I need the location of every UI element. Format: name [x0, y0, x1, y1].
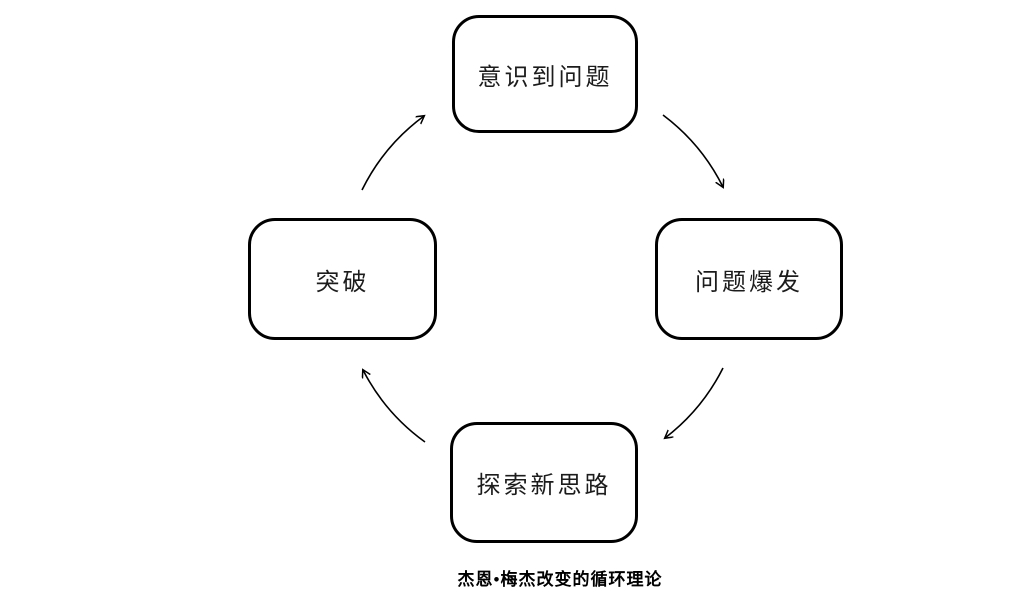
arrow-realize-to-outbreak	[662, 114, 723, 187]
node-realize-problem: 意识到问题	[452, 15, 638, 133]
node-breakthrough: 突破	[248, 218, 437, 340]
arrow-breakthrough-to-realize	[361, 116, 424, 191]
node-explore-new-ideas: 探索新思路	[450, 422, 638, 543]
node-label: 意识到问题	[477, 64, 613, 91]
node-label: 探索新思路	[476, 473, 612, 499]
node-problem-outbreak: 问题爆发	[655, 218, 843, 340]
diagram-title: 杰恩•梅杰改变的循环理论	[457, 570, 663, 589]
arrow-outbreak-to-explore	[665, 367, 724, 438]
node-label: 问题爆发	[695, 269, 803, 296]
arrow-explore-to-breakthrough	[363, 370, 426, 443]
node-label: 突破	[315, 269, 370, 296]
